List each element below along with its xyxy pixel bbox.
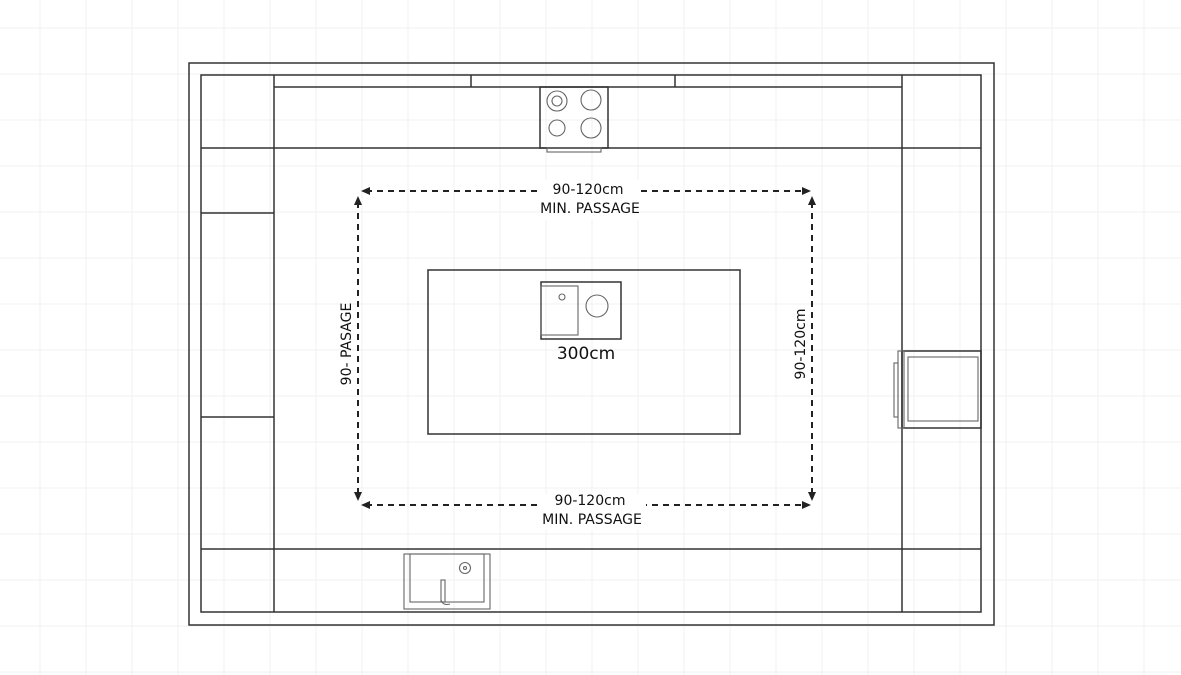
arrowhead-icons <box>354 187 816 509</box>
oven-appliance-icon <box>893 350 982 429</box>
cooktop-icon <box>539 86 609 153</box>
island-length-label: 300cm <box>557 344 615 364</box>
outer-wall <box>188 62 995 626</box>
inner-wall <box>200 74 982 613</box>
wall-sink-icon <box>403 553 491 610</box>
left-passage-label: 90- PASAGE <box>339 303 355 386</box>
bottom-caption-label: MIN. PASSAGE <box>542 512 642 528</box>
island-sink-icon <box>540 281 622 340</box>
right-passage-label: 90-120cm <box>793 309 809 380</box>
top-dimension-label: 90-120cm <box>553 182 624 198</box>
top-caption-label: MIN. PASSAGE <box>540 201 640 217</box>
bottom-dimension-label: 90-120cm <box>555 493 626 509</box>
kitchen-island <box>427 269 741 435</box>
